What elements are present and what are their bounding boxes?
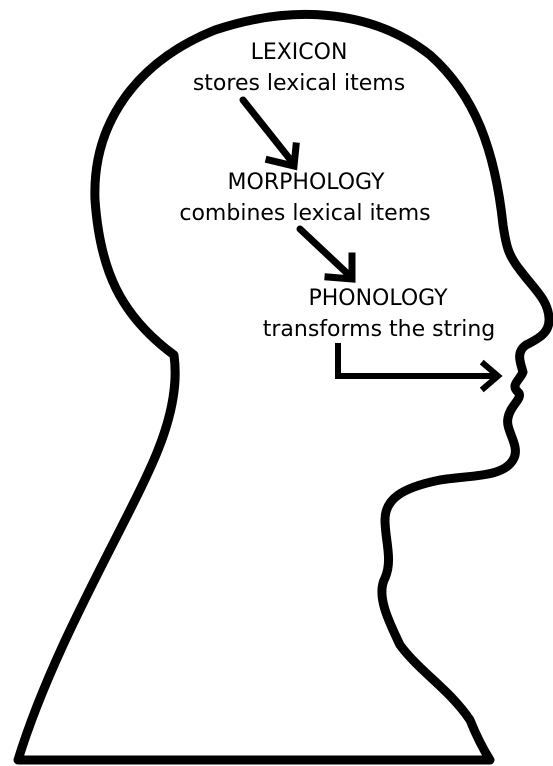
phonology-title: PHONOLOGY	[268, 286, 488, 312]
lexicon-description: stores lexical items	[160, 71, 438, 97]
morphology-title: MORPHOLOGY	[186, 170, 426, 196]
morphology-description: combines lexical items	[140, 201, 470, 227]
head-silhouette	[18, 14, 549, 760]
lexicon-title: LEXICON	[199, 40, 399, 66]
phonology-description: transforms the string	[234, 317, 524, 343]
